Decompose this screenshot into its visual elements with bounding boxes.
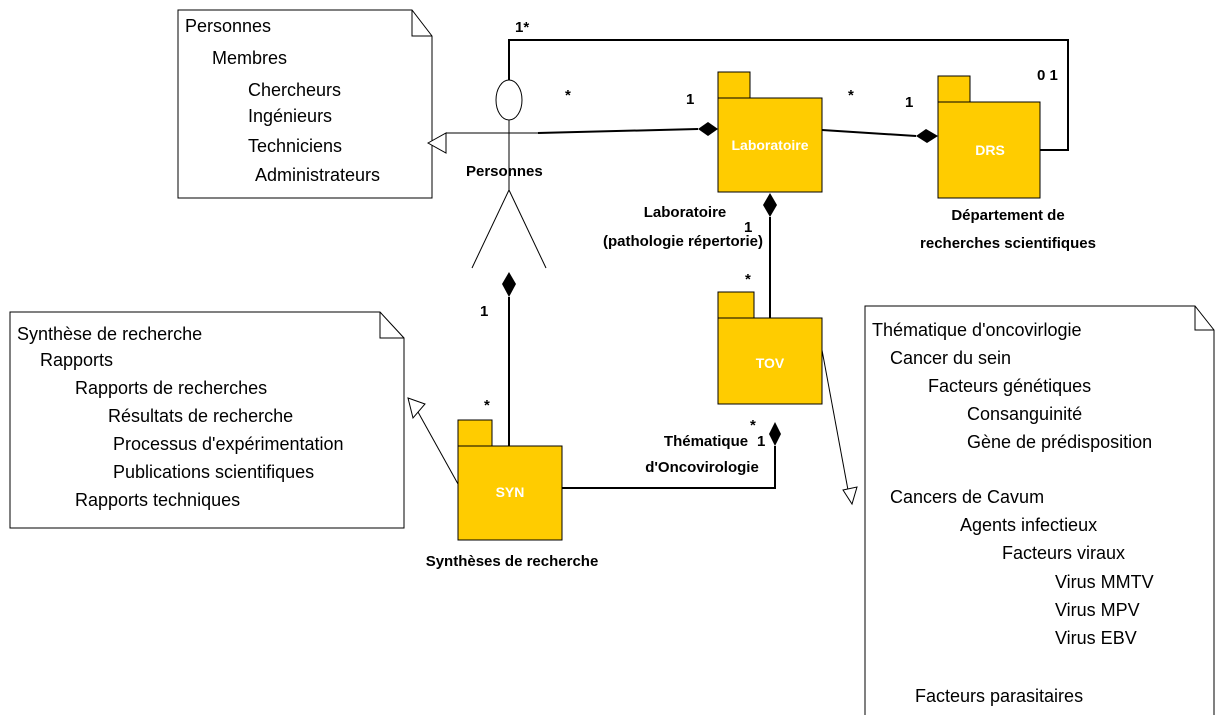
note-thematique-line: Consanguinité: [967, 404, 1082, 424]
note-synthese-line: Processus d'expérimentation: [113, 434, 344, 454]
note-thematique-line: Cancers de Cavum: [890, 487, 1044, 507]
note-synthese[interactable]: Synthèse de recherche Rapports Rapports …: [9, 311, 405, 529]
multiplicity-label: 1: [905, 94, 913, 111]
caption-laboratoire-2: (pathologie répertorie): [603, 233, 763, 250]
caption-drs-1: Département de: [951, 207, 1064, 224]
note-thematique-line: Facteurs génétiques: [928, 376, 1091, 396]
caption-tov-1: Thématique: [664, 433, 748, 450]
package-drs[interactable]: DRS: [937, 75, 1041, 199]
association-personnes-syn: [502, 272, 516, 446]
note-personnes-line: Administrateurs: [255, 165, 380, 185]
note-synthese-line: Publications scientifiques: [113, 462, 314, 482]
multiplicity-label: 1: [686, 91, 694, 108]
multiplicity-label: 1: [480, 303, 488, 320]
package-laboratoire-name: Laboratoire: [731, 137, 808, 153]
note-thematique-line: Facteurs parasitaires: [915, 686, 1083, 706]
note-thematique-line: Thématique d'oncovirlogie: [872, 320, 1082, 340]
generalization-tov-note: [821, 349, 858, 506]
caption-tov-2: d'Oncovirologie: [645, 459, 759, 476]
note-thematique-line: Agents infectieux: [960, 515, 1097, 535]
note-synthese-line: Résultats de recherche: [108, 406, 293, 426]
package-laboratoire[interactable]: Laboratoire: [717, 71, 823, 193]
note-synthese-line: Synthèse de recherche: [17, 324, 202, 344]
note-synthese-line: Rapports techniques: [75, 490, 240, 510]
association-syn-tov: [562, 422, 781, 489]
package-tov[interactable]: TOV: [717, 291, 823, 405]
note-personnes-line: Membres: [212, 48, 287, 68]
note-thematique-line: Facteurs viraux: [1002, 543, 1125, 563]
actor-label: Personnes: [466, 163, 543, 180]
note-personnes-line: Ingénieurs: [248, 106, 332, 126]
generalization-personnes-note: [426, 132, 498, 154]
multiplicity-label: *: [484, 397, 490, 414]
note-personnes-line: Techniciens: [248, 136, 342, 156]
multiplicity-label: 1: [757, 433, 765, 450]
note-thematique-line: Cancer du sein: [890, 348, 1011, 368]
association-personnes-laboratoire: [537, 122, 718, 136]
association-laboratoire-drs: [821, 129, 938, 143]
generalization-syn-note: [407, 397, 459, 485]
multiplicity-label: *: [745, 271, 751, 288]
association-laboratoire-tov: [763, 193, 777, 318]
caption-syn: Synthèses de recherche: [426, 553, 599, 570]
note-personnes-line: Personnes: [185, 16, 271, 36]
package-syn-name: SYN: [496, 484, 525, 500]
multiplicity-label: *: [750, 417, 756, 434]
note-thematique[interactable]: Thématique d'oncovirlogie Cancer du sein…: [864, 305, 1215, 715]
note-synthese-line: Rapports: [40, 350, 113, 370]
association-self-loop: [508, 39, 1069, 151]
package-drs-name: DRS: [975, 142, 1005, 158]
note-synthese-line: Rapports de recherches: [75, 378, 267, 398]
actor-personnes[interactable]: Personnes: [466, 79, 547, 269]
multiplicity-label: 1: [744, 219, 752, 236]
caption-laboratoire-1: Laboratoire: [644, 204, 727, 221]
multiplicity-label: *: [565, 87, 571, 104]
multiplicity-label: 0 1: [1037, 67, 1058, 84]
package-syn[interactable]: SYN: [457, 419, 563, 541]
note-thematique-line: Gène de prédisposition: [967, 432, 1152, 452]
caption-drs-2: recherches scientifiques: [920, 235, 1096, 252]
multiplicity-label: *: [848, 87, 854, 104]
note-thematique-line: Virus MPV: [1055, 600, 1140, 620]
note-personnes-line: Chercheurs: [248, 80, 341, 100]
note-thematique-line: Virus MMTV: [1055, 572, 1154, 592]
note-personnes[interactable]: Personnes Membres Chercheurs Ingénieurs …: [177, 9, 433, 199]
note-thematique-line: Virus EBV: [1055, 628, 1137, 648]
multiplicity-label: 1*: [515, 19, 529, 36]
package-tov-name: TOV: [756, 355, 785, 371]
